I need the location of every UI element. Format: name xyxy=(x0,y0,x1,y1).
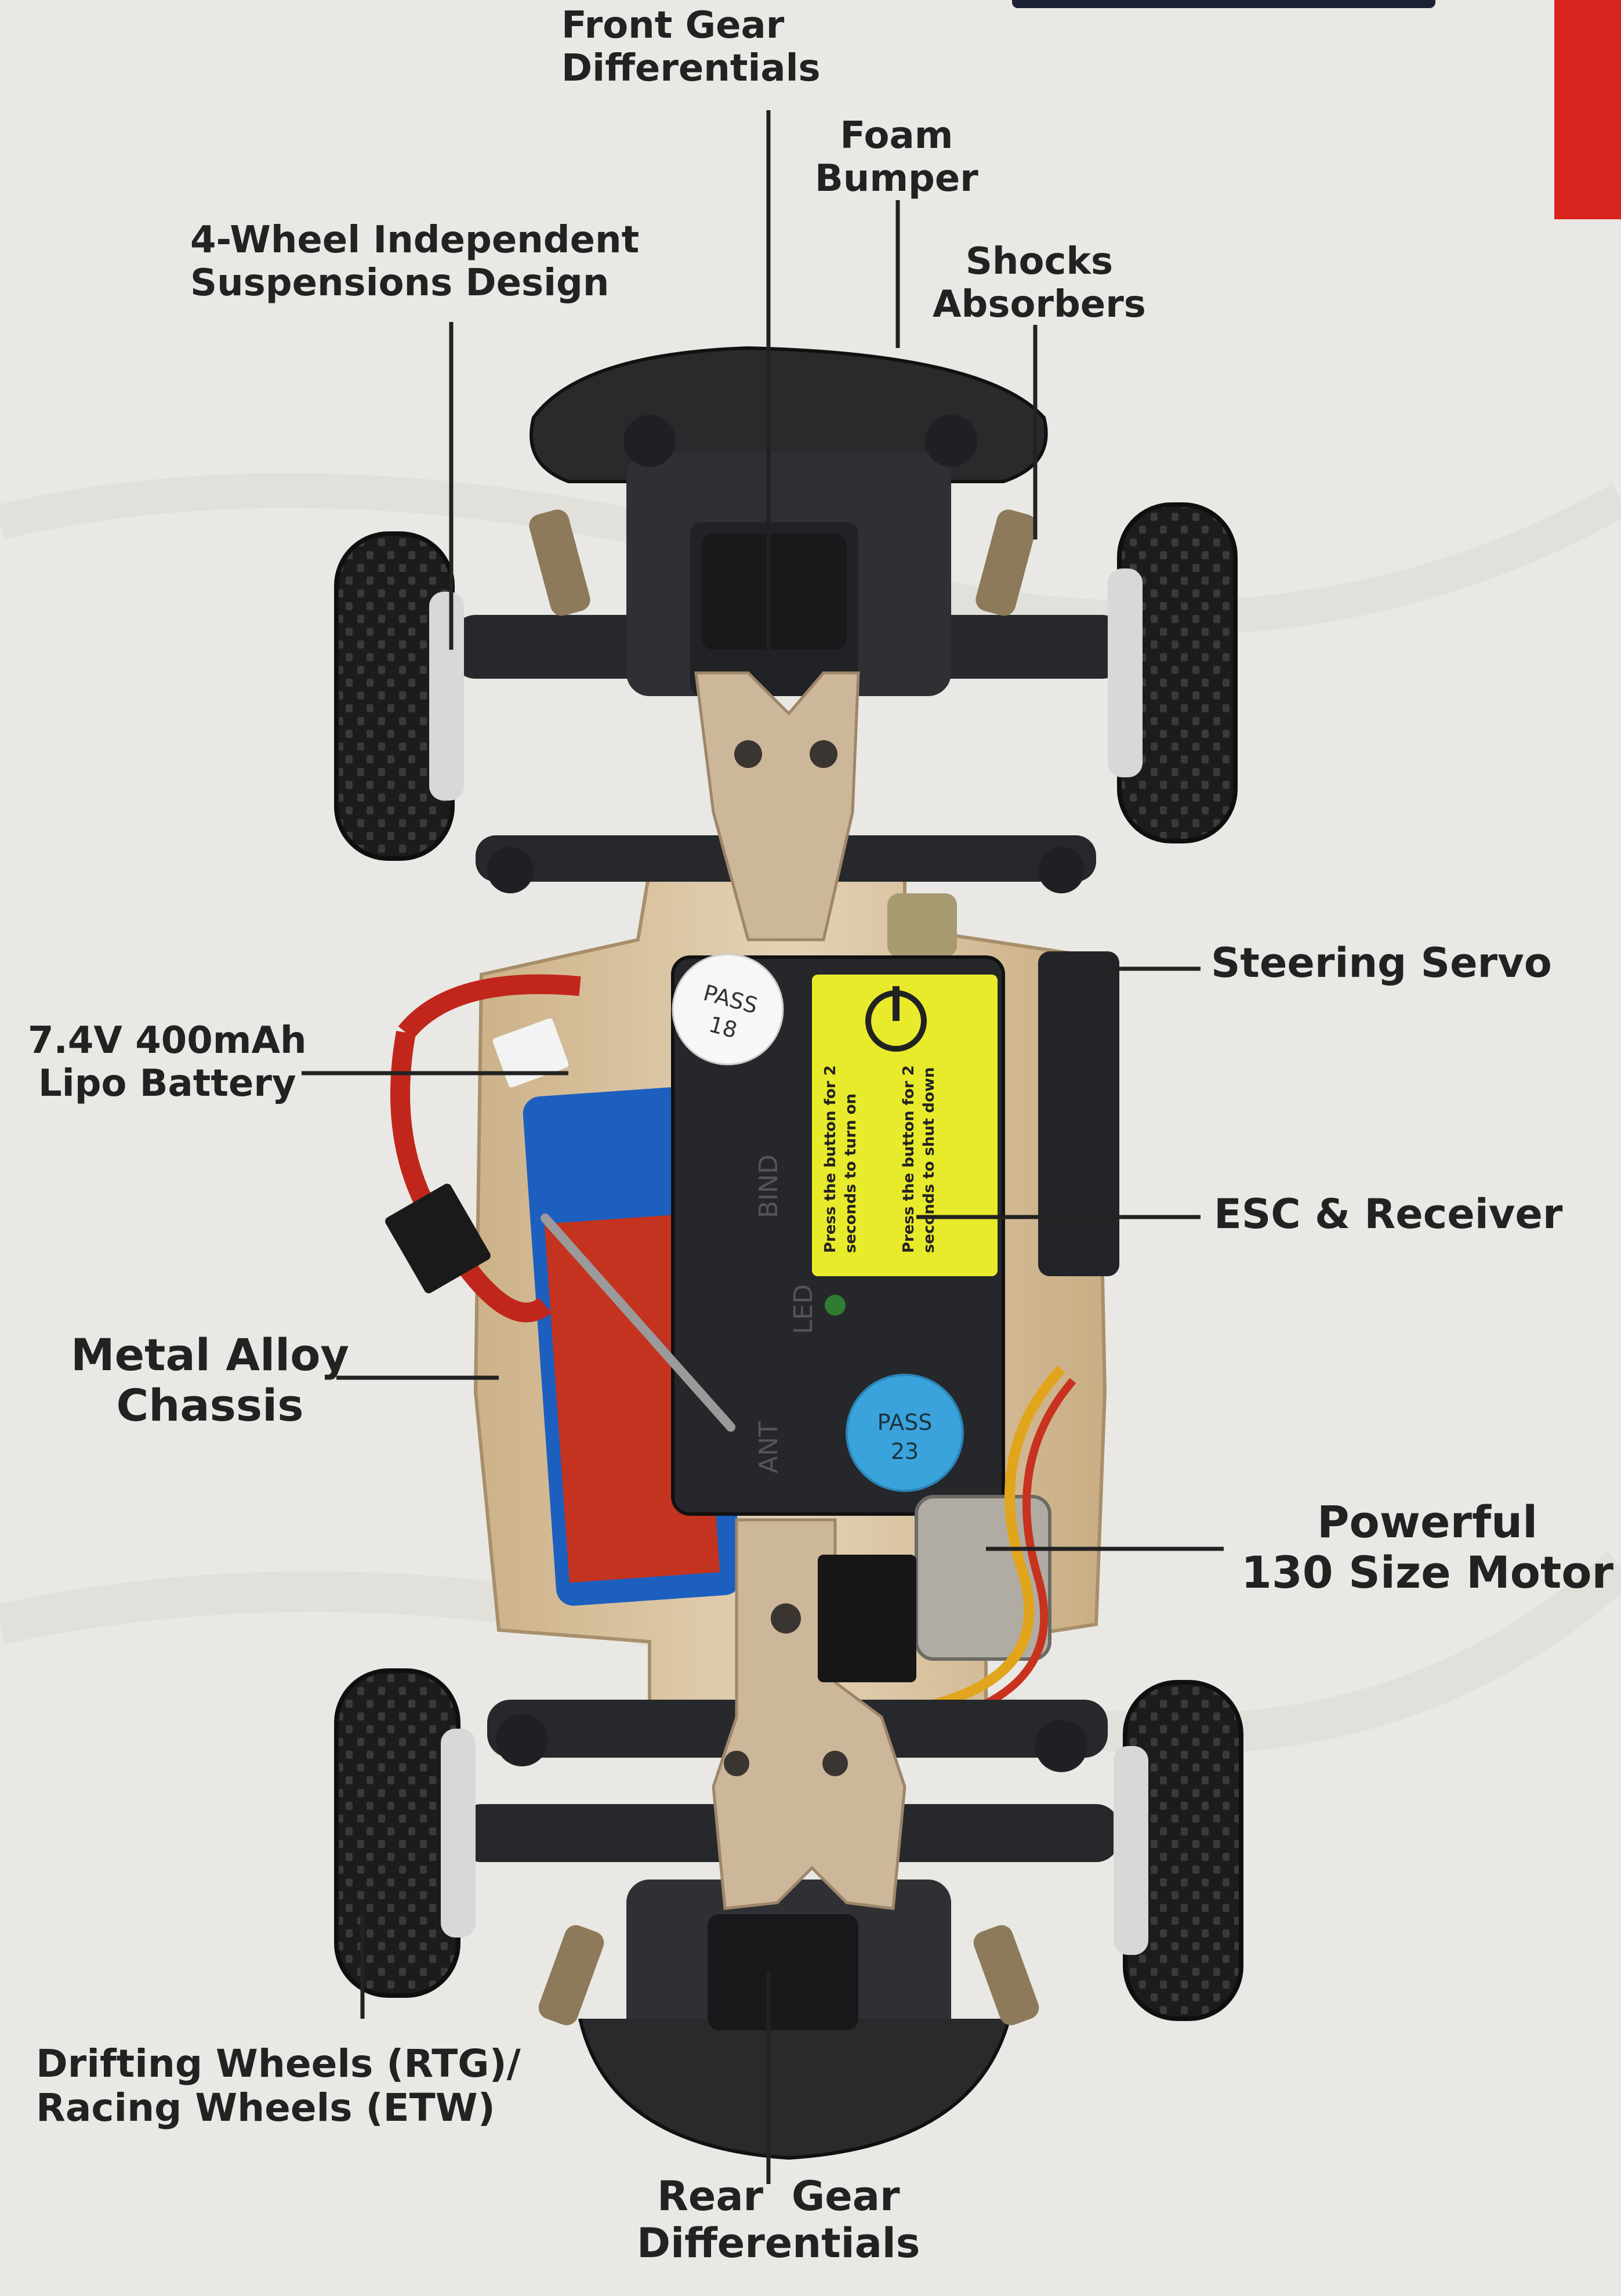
label-esc-receiver: ESC & Receiver xyxy=(1214,1191,1562,1238)
steering-servo xyxy=(887,893,1119,1276)
label-line: Lipo Battery xyxy=(38,1062,296,1105)
top-navy-bar xyxy=(1012,0,1435,8)
label-front-gear-differentials: Front Gear Differentials xyxy=(561,4,821,90)
label-line: Differentials xyxy=(561,46,821,90)
label-line: 130 Size Motor xyxy=(1241,1547,1613,1599)
label-line: Powerful xyxy=(1317,1496,1538,1548)
label-line: 7.4V 400mAh xyxy=(28,1019,307,1062)
red-corner-tab xyxy=(1554,0,1621,219)
led-label: LED xyxy=(789,1284,818,1334)
label-line: Shocks xyxy=(965,240,1114,283)
label-shocks-absorbers: Shocks Absorbers xyxy=(933,240,1146,326)
label-metal-alloy-chassis: Metal Alloy Chassis xyxy=(71,1330,349,1431)
pass-sticker-23: PASS 23 xyxy=(846,1374,964,1492)
label-motor: Powerful 130 Size Motor xyxy=(1241,1497,1613,1598)
front-shock-absorbers xyxy=(529,509,1037,616)
label-rear-gear-differentials: Rear Gear Differentials xyxy=(637,2173,920,2266)
label-line: Bumper xyxy=(815,157,978,200)
label-line: Chassis xyxy=(116,1379,304,1432)
rear-shock-absorbers xyxy=(538,1925,1039,2026)
sticker-text-2: seconds to turn on xyxy=(842,1093,860,1253)
front-steering-plate xyxy=(694,671,860,941)
label-wheels: Drifting Wheels (RTG)/ Racing Wheels (ET… xyxy=(36,2042,521,2130)
sticker-text-1: Press the button for 2 xyxy=(822,1065,839,1253)
label-line: 4-Wheel Independent xyxy=(190,219,640,262)
label-line: Drifting Wheels (RTG)/ xyxy=(36,2041,521,2086)
label-line: Racing Wheels (ETW) xyxy=(36,2085,495,2130)
ant-label: ANT xyxy=(754,1421,784,1473)
rear-left-wheel xyxy=(334,1668,476,1998)
label-line: Rear Gear xyxy=(657,2172,900,2220)
sticker-text-3: Press the button for 2 xyxy=(900,1065,918,1253)
pass-sticker-18: PASS 18 xyxy=(672,953,784,1066)
label-line: Foam xyxy=(840,114,953,157)
front-left-wheel xyxy=(334,531,464,861)
label-lipo-battery: 7.4V 400mAh Lipo Battery xyxy=(28,1019,307,1105)
label-line: Front Gear xyxy=(561,4,785,47)
label-line: Differentials xyxy=(637,2219,920,2267)
label-line: Suspensions Design xyxy=(190,261,610,305)
sticker-text-4: seconds to shut down xyxy=(920,1067,938,1253)
bind-label: BIND xyxy=(754,1154,784,1218)
leader-lines xyxy=(302,110,1224,2184)
front-right-wheel xyxy=(1108,502,1238,843)
label-line: ESC & Receiver xyxy=(1214,1190,1563,1238)
label-foam-bumper: Foam Bumper xyxy=(815,114,978,200)
label-line: Absorbers xyxy=(933,283,1146,326)
pass-23-num: 23 xyxy=(891,1439,919,1464)
rear-gear-differential xyxy=(708,1914,858,2030)
esc-receiver: Press the button for 2 seconds to turn o… xyxy=(541,955,1005,1516)
label-line: Metal Alloy xyxy=(71,1329,349,1381)
pass-23-top: PASS xyxy=(877,1410,933,1435)
label-line: Steering Servo xyxy=(1211,939,1552,987)
rear-right-wheel xyxy=(1114,1680,1243,2021)
label-steering-servo: Steering Servo xyxy=(1211,940,1552,987)
label-suspension: 4-Wheel Independent Suspensions Design xyxy=(190,219,639,305)
rear-mount-plate xyxy=(712,1518,916,1910)
front-gear-differential xyxy=(702,534,847,650)
